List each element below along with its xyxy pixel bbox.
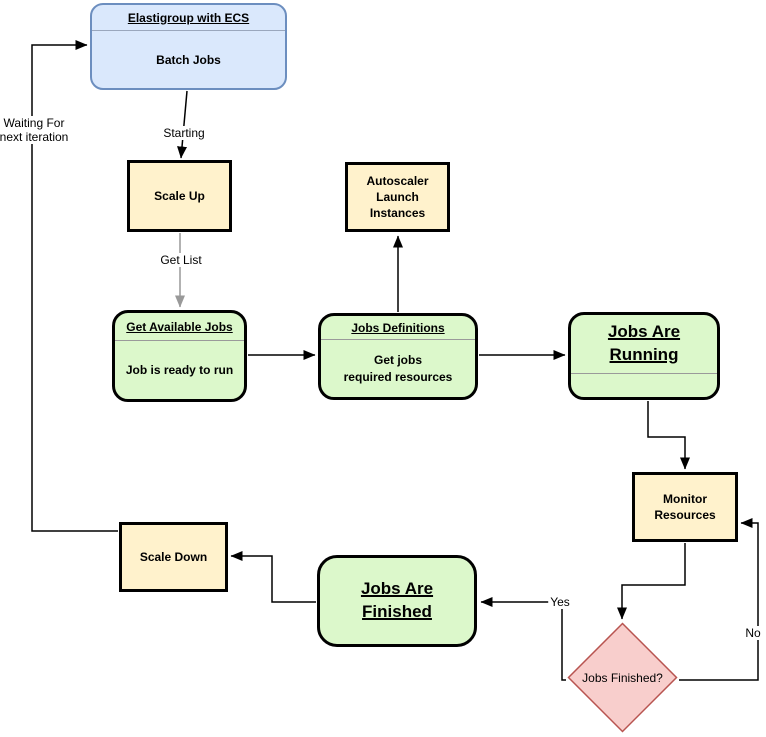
connector-waiting-loop xyxy=(31,40,118,532)
edge-label-no: No xyxy=(743,626,763,640)
node-elastigroup-body: Batch Jobs xyxy=(156,52,221,67)
edge-label-starting: Starting xyxy=(161,126,207,140)
node-jobs-definitions-body-line1: Get jobs xyxy=(373,352,422,367)
node-jobs-are-finished-line2: Finished xyxy=(362,602,432,621)
node-elastigroup: Elastigroup with ECS Batch Jobs xyxy=(90,3,287,90)
node-jobs-are-running: Jobs Are Running xyxy=(568,312,720,400)
node-monitor-resources: Monitor Resources xyxy=(632,472,738,542)
node-elastigroup-title: Elastigroup with ECS xyxy=(92,5,285,31)
node-jobs-are-running-line2: Running xyxy=(609,345,679,364)
node-autoscaler-line2: Launch xyxy=(376,189,419,204)
node-jobs-are-running-line1: Jobs Are xyxy=(607,322,681,342)
connector-yes-to-finished xyxy=(480,597,566,681)
node-jobs-definitions-body-line2: required resources xyxy=(343,369,453,384)
node-autoscaler-line3: Instances xyxy=(369,206,426,221)
node-jobs-are-running-body xyxy=(571,374,717,397)
node-jobs-definitions: Jobs Definitions Get jobs required resou… xyxy=(318,313,478,400)
node-get-available-jobs-body: Job is ready to run xyxy=(125,362,234,377)
connector-finished-to-scale-down xyxy=(230,551,316,603)
edge-label-get-list: Get List xyxy=(158,253,204,267)
connector-no-loop xyxy=(679,518,759,681)
node-jobs-finished-label: Jobs Finished? xyxy=(582,670,663,685)
edge-label-waiting-line2: next iteration xyxy=(0,130,69,144)
node-scale-down: Scale Down xyxy=(119,522,228,592)
node-autoscaler-line1: Autoscaler xyxy=(366,173,429,188)
node-jobs-finished-decision: Jobs Finished? xyxy=(567,622,678,733)
node-jobs-are-finished: Jobs Are Finished xyxy=(317,555,477,647)
node-scale-up-label: Scale Up xyxy=(154,188,205,203)
node-scale-up: Scale Up xyxy=(127,160,232,232)
node-jobs-definitions-title: Jobs Definitions xyxy=(321,316,475,340)
connector-monitor-to-decision xyxy=(617,543,686,620)
decision-diamond-shape xyxy=(567,622,678,733)
node-jobs-are-finished-line1: Jobs Are xyxy=(360,579,434,599)
node-get-available-jobs-title: Get Available Jobs xyxy=(115,313,244,341)
node-monitor-resources-line2: Resources xyxy=(654,508,716,522)
node-get-available-jobs: Get Available Jobs Job is ready to run xyxy=(112,310,247,402)
node-scale-down-label: Scale Down xyxy=(139,549,208,564)
edge-label-waiting: Waiting For next iteration xyxy=(0,116,71,144)
connector-running-to-monitor xyxy=(647,401,690,470)
edge-label-waiting-line1: Waiting For xyxy=(3,116,65,130)
edge-label-yes: Yes xyxy=(548,595,572,609)
node-monitor-resources-line1: Monitor xyxy=(663,491,707,506)
node-autoscaler: Autoscaler Launch Instances xyxy=(345,162,450,232)
connector-starting xyxy=(177,90,188,159)
